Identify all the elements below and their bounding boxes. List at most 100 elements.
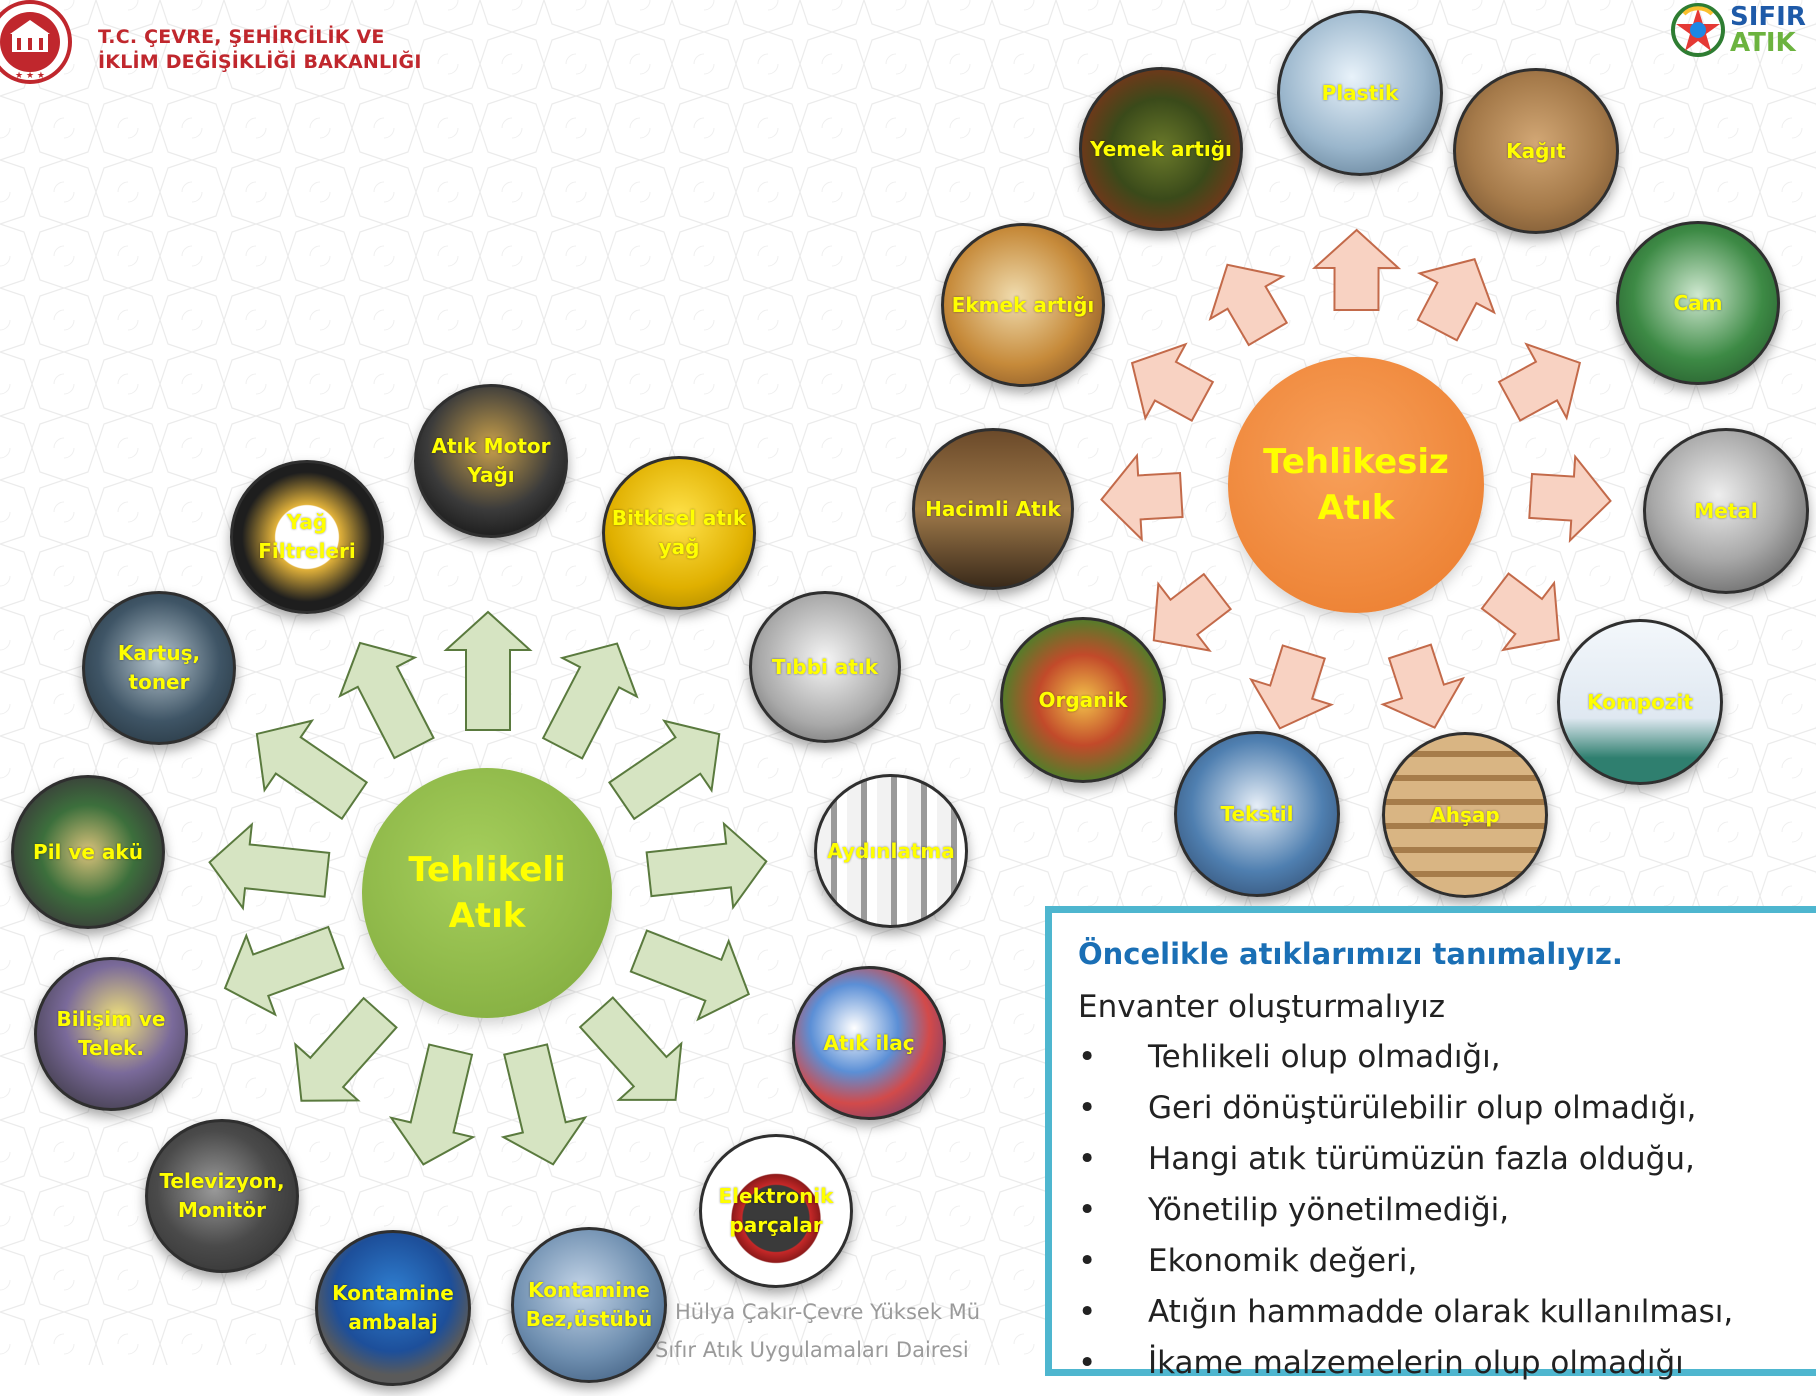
info-bullet-text: Geri dönüştürülebilir olup olmadığı, (1148, 1090, 1697, 1126)
hazardous-node-atık-ilaç: Atık ilaç (792, 966, 946, 1120)
nonhazardous-node-label: Plastik (1321, 80, 1399, 105)
hazardous-node-aydınlatma: Aydınlatma (814, 774, 968, 928)
hazardous-node-label: Bitkisel atık yağ (611, 506, 747, 559)
hazardous-node-label: Atık Motor Yağı (431, 434, 551, 487)
hazardous-arrow (388, 1043, 476, 1166)
info-bullet-text: Hangi atık türümüzün fazla olduğu, (1148, 1141, 1695, 1177)
ministry-title-line2: İKLİM DEĞİŞİKLİĞİ BAKANLIĞI (98, 51, 422, 73)
bullet-icon: • (1078, 1243, 1097, 1279)
hazardous-arrow (208, 822, 331, 911)
hazardous-hub-line1: Tehlikeli (408, 850, 566, 890)
hazardous-node-elektronik-parçalar: Elektronik parçalar (699, 1134, 853, 1288)
nonhazardous-node-plastik: Plastik (1277, 10, 1443, 176)
info-box: Öncelikle atıklarımızı tanımalıyız. Enva… (1045, 906, 1816, 1381)
nonhazardous-hub-line2: Atık (1317, 488, 1395, 528)
info-bullet-text: Atığın hammadde olarak kullanılması, (1148, 1294, 1734, 1330)
nonhazardous-node-label: Hacimli Atık (925, 496, 1061, 521)
nonhazardous-node-organik: Organik (1000, 617, 1166, 783)
hazardous-node-label: Kontamine Bez,üstübü (525, 1278, 653, 1331)
nonhazardous-arrow (1152, 572, 1233, 652)
nonhazardous-arrow (1130, 342, 1215, 422)
recycle-star-icon (1671, 3, 1725, 57)
hazardous-node-televizyon-monitör: Televizyon, Monitör (145, 1119, 299, 1273)
nonhazardous-node-label: Ekmek artığı (951, 292, 1095, 317)
brand-line1: SIFIR (1730, 2, 1806, 32)
hazardous-node-label: Pil ve akü (33, 839, 143, 864)
nonhazardous-waste-hub: Tehlikesiz Atık (1228, 357, 1484, 613)
info-bullet-text: Yönetilip yönetilmediği, (1148, 1192, 1510, 1228)
nonhazardous-node-ekmek-artığı: Ekmek artığı (941, 223, 1105, 387)
nonhazardous-node-ahşap: Ahşap (1382, 732, 1548, 898)
hazardous-arrow (578, 996, 683, 1101)
hazardous-node-label: Bilişim ve Telek. (56, 1007, 166, 1060)
nonhazardous-node-cam: Cam (1616, 221, 1780, 385)
nonhazardous-node-label: Metal (1694, 498, 1758, 523)
hazardous-node-label: Atık ilaç (823, 1030, 915, 1055)
info-title: Öncelikle atıklarımızı tanımalıyız. (1078, 937, 1623, 971)
nonhazardous-node-yemek-artığı: Yemek artığı (1079, 67, 1243, 231)
nonhazardous-arrow (1311, 228, 1402, 312)
nonhazardous-arrow (1100, 452, 1184, 542)
hazardous-node-pil-ve-akü: Pil ve akü (11, 775, 165, 929)
info-bullet-text: Tehlikeli olup olmadığı, (1148, 1039, 1501, 1075)
nonhazardous-node-label: Organik (1038, 687, 1128, 712)
hazardous-node-kontamine-bez-üstübü: Kontamine Bez,üstübü (511, 1227, 667, 1383)
nonhazardous-node-kağıt: Kağıt (1453, 68, 1619, 234)
hazardous-arrows (208, 610, 768, 1166)
nonhazardous-node-label: Kompozit (1587, 689, 1693, 714)
nonhazardous-arrow (1528, 454, 1612, 544)
nonhazardous-arrow (1416, 258, 1496, 342)
nonhazardous-arrow (1497, 342, 1582, 422)
hazardous-node-atık-motor-yağı: Atık Motor Yağı (414, 384, 568, 538)
nonhazardous-arrow (1480, 572, 1560, 652)
nonhazardous-arrows (1100, 228, 1612, 730)
footer-department: Sıfır Atık Uygulamaları Dairesi (655, 1338, 969, 1362)
ministry-header: ★ ★ ★ T.C. ÇEVRE, ŞEHİRCİLİK VE İKLİM DE… (0, 0, 422, 100)
hazardous-node-label: Televizyon, Monitör (159, 1169, 285, 1222)
hazardous-node-label: Tıbbi atık (771, 654, 879, 679)
nonhazardous-node-label: Kağıt (1506, 138, 1566, 163)
hazardous-node-label: Yağ Filtreleri (258, 510, 356, 563)
hazardous-arrow (223, 925, 345, 1017)
nonhazardous-node-tekstil: Tekstil (1174, 731, 1340, 897)
hazardous-node-label: Elektronik parçalar (718, 1184, 834, 1237)
svg-text:★ ★ ★: ★ ★ ★ (15, 71, 45, 81)
hazardous-node-bitkisel-atık-yağ: Bitkisel atık yağ (602, 456, 756, 610)
nonhazardous-arrow (1208, 263, 1289, 347)
hazardous-arrow (500, 1043, 588, 1166)
bullet-icon: • (1078, 1345, 1097, 1381)
hazardous-node-label: Kontamine ambalaj (332, 1281, 454, 1334)
hazardous-waste-hub: Tehlikeli Atık (362, 768, 612, 1018)
ministry-title-line1: T.C. ÇEVRE, ŞEHİRCİLİK VE (98, 26, 385, 48)
hazardous-node-tıbbi-atık: Tıbbi atık (749, 591, 901, 743)
info-bullet-text: İkame malzemelerin olup olmadığı (1148, 1345, 1684, 1381)
nonhazardous-node-hacimli-atık: Hacimli Atık (912, 428, 1074, 590)
nonhazardous-hub-line1: Tehlikesiz (1263, 442, 1449, 482)
bullet-icon: • (1078, 1090, 1097, 1126)
info-subtitle: Envanter oluşturmalıyız (1078, 989, 1446, 1025)
nonhazardous-node-metal: Metal (1643, 428, 1809, 594)
hazardous-node-kartuş-toner: Kartuş, toner (82, 591, 236, 745)
nonhazardous-node-label: Cam (1673, 290, 1723, 315)
hazardous-node-bilişim-ve-telek: Bilişim ve Telek. (34, 957, 188, 1111)
hazardous-arrow (294, 996, 398, 1102)
ministry-emblem-icon: ★ ★ ★ (0, 0, 72, 84)
hazardous-node-kontamine-ambalaj: Kontamine ambalaj (315, 1230, 471, 1386)
bullet-icon: • (1078, 1192, 1097, 1228)
hazardous-arrow (443, 610, 533, 731)
hazardous-arrow (338, 641, 435, 760)
hazardous-arrow (541, 642, 639, 760)
hazardous-arrow (645, 821, 768, 910)
sifir-atik-logo: SIFIR ATIK (1670, 2, 1806, 58)
bullet-icon: • (1078, 1294, 1097, 1330)
nonhazardous-node-label: Ahşap (1430, 802, 1500, 827)
brand-line2: ATIK (1730, 28, 1796, 58)
nonhazardous-arrow (1248, 644, 1335, 730)
nonhazardous-node-label: Yemek artığı (1090, 136, 1232, 161)
bullet-icon: • (1078, 1039, 1097, 1075)
info-bullet-text: Ekonomik değeri, (1148, 1243, 1418, 1279)
footer-author: Hülya Çakır-Çevre Yüksek Mü (675, 1300, 981, 1324)
hazardous-node-label: Kartuş, toner (117, 641, 201, 694)
nonhazardous-node-kompozit: Kompozit (1557, 619, 1723, 785)
hazardous-node-yağ-filtreleri: Yağ Filtreleri (230, 460, 384, 614)
